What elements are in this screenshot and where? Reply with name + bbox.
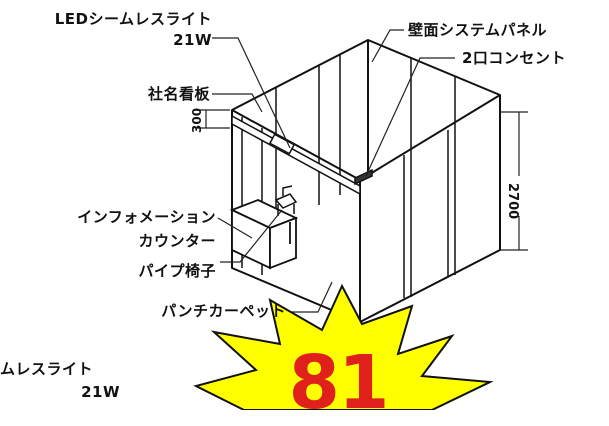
booth-diagram [193,29,528,410]
pipe-chair-label: パイプ椅子 [138,262,216,280]
dim-2700-label: 2700 [505,183,520,220]
led-light-partial-watt: 21W [81,383,120,401]
led-light-watt: 21W [173,31,212,49]
led-light-title: LEDシームレスライト [54,10,212,28]
booth-number: 81 [288,340,390,426]
outlet-label: 2口コンセント [462,49,566,67]
dim-300-label: 300 [190,107,204,133]
punch-carpet-label: パンチカーペット [161,302,286,320]
starburst-badge [193,283,494,410]
signboard-label: 社名看板 [147,85,210,103]
wall-panel-label: 壁面システムパネル [408,21,548,39]
led-light-partial-label: ムレスライト [0,360,94,378]
info-counter-label-line1: インフォメーション [77,208,216,226]
info-counter-label-line2: カウンター [138,232,216,250]
